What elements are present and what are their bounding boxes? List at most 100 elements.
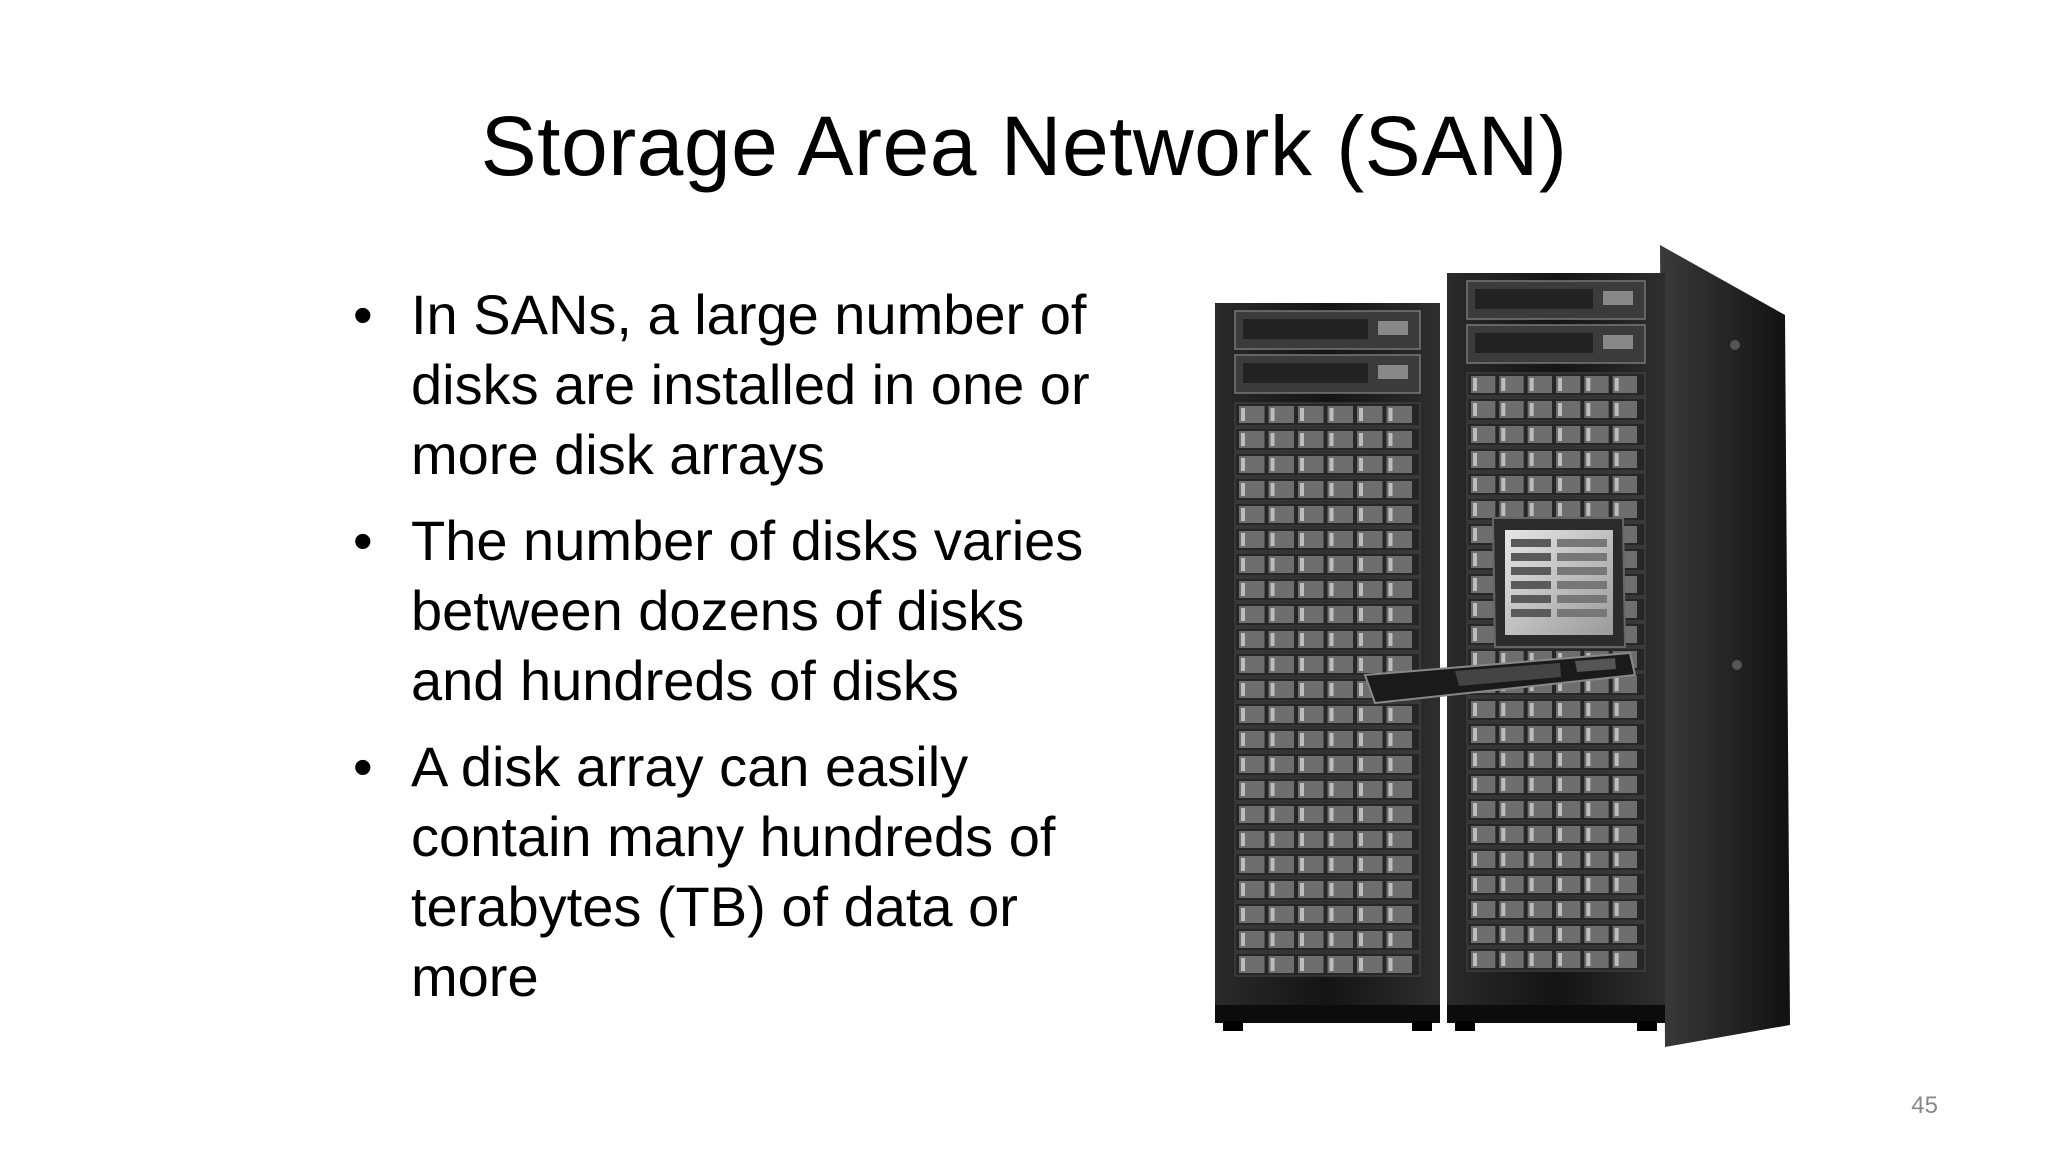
rack-drive-bay	[1239, 806, 1265, 823]
rack-foot	[1455, 1021, 1475, 1031]
rack-drive-led	[1329, 933, 1334, 946]
rack-drive-led	[1241, 533, 1245, 546]
rack-drive-led	[1473, 703, 1477, 716]
rack-drive-bay	[1268, 506, 1294, 523]
rack-drive-bay	[1268, 856, 1294, 873]
rack-drive-led	[1329, 783, 1334, 796]
rack-drive-led	[1329, 408, 1334, 421]
rack-drive-bay	[1499, 951, 1524, 968]
rack-drive-bay	[1527, 701, 1552, 718]
rack-drive-bay	[1386, 481, 1412, 498]
rack-drive-led	[1529, 803, 1534, 816]
rack-drive-led	[1586, 428, 1591, 441]
rack-drive-bay	[1268, 456, 1294, 473]
rack-drive-bay	[1327, 406, 1353, 423]
rack-drive-bay	[1584, 776, 1609, 793]
rack-drive-led	[1300, 658, 1304, 671]
rack-drive-led	[1473, 753, 1477, 766]
rack-drive-bay	[1612, 376, 1637, 393]
rack-drive-bay	[1268, 481, 1294, 498]
rack-drive-led	[1270, 783, 1275, 796]
rack-drive-bay	[1239, 956, 1265, 973]
rack-drive-led	[1300, 533, 1304, 546]
rack-drive-bay	[1612, 851, 1637, 868]
rack-drive-bay	[1298, 856, 1324, 873]
rack-drive-bay	[1386, 706, 1412, 723]
rack-side-panel	[1660, 245, 1790, 1047]
rack-drive-led	[1388, 458, 1393, 471]
rack-drive-bay	[1499, 376, 1524, 393]
rack-drive-bay	[1239, 906, 1265, 923]
rack-drive-led	[1329, 658, 1334, 671]
rack-drive-bay	[1298, 631, 1324, 648]
rack-base	[1215, 1005, 1440, 1023]
rack-drive-bay	[1556, 851, 1581, 868]
rack-drive-led	[1359, 583, 1363, 596]
rack-drive-led	[1473, 403, 1477, 416]
console-screen-row	[1557, 567, 1607, 575]
rack-drive-bay	[1584, 501, 1609, 518]
rack-drive-led	[1558, 478, 1562, 491]
rack-drive-led	[1300, 808, 1304, 821]
rack-drive-led	[1586, 928, 1591, 941]
rack-drive-bay	[1386, 781, 1412, 798]
rack-drive-led	[1241, 508, 1245, 521]
rack-drive-led	[1359, 433, 1363, 446]
rack-drive-led	[1501, 828, 1506, 841]
rack-drive-bay	[1527, 426, 1552, 443]
rack-drive-led	[1388, 858, 1393, 871]
rack-drive-led	[1501, 953, 1506, 966]
rack-drive-led	[1359, 908, 1363, 921]
rack-drive-bay	[1357, 831, 1383, 848]
rack-drive-led	[1241, 483, 1245, 496]
rack-drive-bay	[1584, 401, 1609, 418]
rack-drive-led	[1359, 458, 1363, 471]
rack-drive-bay	[1357, 406, 1383, 423]
rack-drive-led	[1300, 608, 1304, 621]
rack-drive-led	[1558, 503, 1562, 516]
rack-drive-led	[1241, 658, 1245, 671]
bullet-text: The number of disks varies between dozen…	[411, 509, 1084, 712]
rack-drive-bay	[1298, 931, 1324, 948]
rack-drive-led	[1270, 658, 1275, 671]
rack-drive-led	[1241, 858, 1245, 871]
rack-drive-bay	[1527, 401, 1552, 418]
rack-drive-bay	[1357, 531, 1383, 548]
rack-drive-led	[1300, 683, 1304, 696]
rack-drive-led	[1529, 403, 1534, 416]
console-screen-row	[1557, 553, 1607, 561]
rack-drive-led	[1359, 408, 1363, 421]
rack-drive-led	[1300, 958, 1304, 971]
rack-drive-bay	[1268, 406, 1294, 423]
rack-drive-led	[1359, 633, 1363, 646]
rack-drive-bay	[1471, 826, 1496, 843]
rack-drive-bay	[1499, 926, 1524, 943]
rack-drive-bay	[1499, 826, 1524, 843]
rack-drive-led	[1558, 878, 1562, 891]
rack-drive-led	[1241, 958, 1245, 971]
rack-drive-led	[1241, 758, 1245, 771]
rack-drive-led	[1501, 753, 1506, 766]
rack-drive-led	[1501, 503, 1506, 516]
rack-drive-led	[1614, 453, 1619, 466]
rack-drive-bay	[1239, 581, 1265, 598]
rack-server-badge	[1603, 291, 1633, 305]
rack-drive-led	[1586, 803, 1591, 816]
rack-drive-led	[1241, 433, 1245, 446]
page-number: 45	[1911, 1092, 1938, 1119]
rack-drive-bay	[1612, 426, 1637, 443]
rack-drive-led	[1586, 753, 1591, 766]
rack-drive-bay	[1499, 801, 1524, 818]
rack-drive-bay	[1298, 456, 1324, 473]
rack-drive-led	[1300, 783, 1304, 796]
server-rack-image	[1215, 235, 1815, 1055]
rack-drive-bay	[1357, 806, 1383, 823]
rack-drive-bay	[1298, 781, 1324, 798]
rack-drive-bay	[1298, 406, 1324, 423]
rack-drive-bay	[1556, 951, 1581, 968]
rack-drive-led	[1558, 778, 1562, 791]
rack-drive-led	[1329, 883, 1334, 896]
rack-drive-bay	[1386, 406, 1412, 423]
rack-drive-led	[1359, 783, 1363, 796]
rack-drive-bay	[1298, 706, 1324, 723]
